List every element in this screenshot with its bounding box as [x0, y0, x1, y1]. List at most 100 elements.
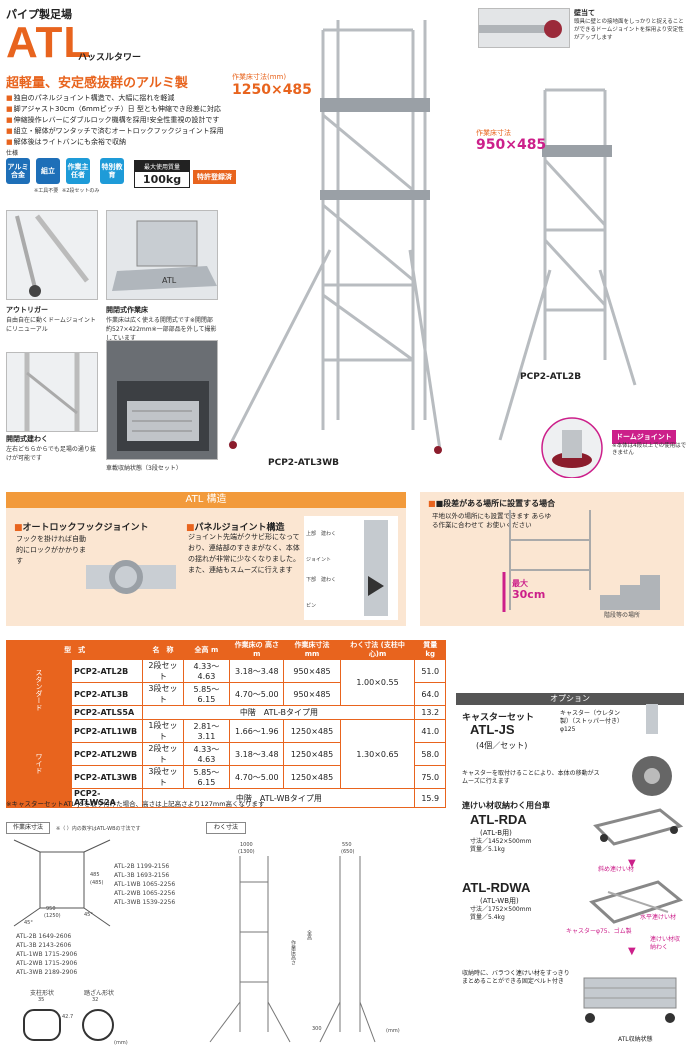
wall-photo: [478, 8, 570, 48]
panel-label-lower: 下部 建わく: [306, 577, 337, 583]
caster-code: ATL-JS: [470, 722, 515, 737]
cart-photo-1: [593, 808, 684, 846]
table-row: PCP2-ATLS5A 中階 ATL-Bタイプ用 13.2: [7, 705, 446, 720]
work-floor-desc: 作業床は広く使える開閉式です※開閉部 約527×422mm※一部部品を外して撮影…: [106, 317, 219, 342]
col-model: 型 式: [5, 640, 144, 660]
cell: 中階 ATL-Bタイプ用: [142, 705, 416, 720]
col-frame: わく寸法 (支柱中心)m: [339, 640, 416, 660]
label-horizontal: 水平連けい材: [640, 914, 677, 921]
cell: 5.85～6.15: [182, 765, 231, 789]
dim-950: 950: [46, 906, 56, 912]
headline: 超軽量、安定感抜群のアルミ製: [6, 76, 188, 91]
icon-note-tools: ※工具不要: [34, 188, 59, 194]
caster-spec: キャスター（ウレタン製）（ストッパー付き）φ125: [560, 710, 621, 733]
stored-state-photo: [583, 977, 677, 1023]
supervisor-icon: 作業主任者: [66, 158, 90, 184]
product-subtitle: ハッスルタワー: [78, 53, 142, 63]
dim-650: (650): [341, 849, 355, 855]
model-atl2b: PCP2-ATL2B: [520, 372, 582, 382]
dim-list-1: ATL-2B 1199-2156 ATL-3B 1693-2156 ATL-1W…: [114, 862, 175, 907]
panel-label-pin: ピン: [306, 603, 317, 609]
cell: 3段セット: [142, 682, 184, 706]
table-row: PCP2-ATLWS2A 中階 ATL-WBタイプ用 15.9: [7, 788, 446, 808]
cell: 51.0: [414, 659, 446, 683]
col-floor-size: 作業床寸法 mm: [283, 640, 341, 660]
cart-size-1: 寸法／1452×500mm: [470, 838, 532, 845]
cell: PCP2-ATL2B: [70, 659, 144, 683]
dim-item: ATL-3WB 2189-2906: [16, 969, 78, 976]
dim-item: ATL-2B 1199-2156: [114, 863, 170, 870]
cell: 58.0: [414, 742, 446, 766]
step-diagram: [502, 510, 660, 612]
spec-table: 型 式 名 称 全高 m 作業床の 高さm 作業床寸法 mm わく寸法 (支柱中…: [5, 640, 446, 808]
dim-item: ATL-3B 2143-2606: [16, 942, 72, 949]
frame-photo: [6, 352, 98, 432]
pipe-section-drawing: [23, 1009, 114, 1041]
patent-badge: 特許登録済: [193, 170, 236, 184]
dim-item: ATL-2WB 1065-2256: [114, 890, 176, 897]
dim-list-2: ATL-2B 1649-2606 ATL-3B 2143-2606 ATL-1W…: [16, 932, 77, 977]
cell: PCP2-ATL2WB: [70, 742, 144, 766]
cell: 41.0: [414, 719, 446, 743]
work-floor-photo: ATL: [106, 210, 218, 300]
feature-item: 伸縮操作レバーにダブルロック機構を採用!安全性重視の設計です: [6, 115, 246, 126]
cart-weight-2: 質量／5.4kg: [470, 914, 505, 921]
col-name: 名 称: [142, 640, 184, 660]
cell: 64.0: [414, 682, 446, 706]
cell: 1250×485: [283, 742, 341, 766]
cart-code-1: ATL-RDA: [470, 812, 527, 827]
cart-size-2: 寸法／1752×500mm: [470, 906, 532, 913]
cell: 4.70～5.00: [229, 765, 285, 789]
cell: PCP2-ATL3B: [70, 682, 144, 706]
dim-item: ATL-1WB 1065-2256: [114, 881, 176, 888]
cart-use-2: (ATL-WB用): [480, 897, 519, 905]
cell: PCP2-ATLWS2A: [70, 788, 144, 808]
outrigger-desc: 自由自在に動くドームジョイントにリニューアル: [6, 317, 96, 333]
frame-title: 開閉式建わく: [6, 435, 48, 443]
step-cm: 30cm: [512, 588, 546, 601]
cell: 2段セット: [142, 659, 184, 683]
arrow-down-icon: ▼: [628, 858, 636, 869]
cell: 15.9: [414, 788, 446, 808]
options-panel: オプション: [456, 693, 684, 1053]
frame-desc: 左右どちらからでも足場の通り抜けが可能です: [6, 446, 96, 462]
cart-title: 連けい材収納わく用台車: [462, 801, 550, 810]
panel-label-upper: 上部 建わく: [306, 531, 337, 537]
caster-note: キャスターを取付けることにより、本体の移動がスムーズに行えます: [462, 770, 600, 785]
step-max: 最大: [512, 579, 528, 588]
car-desc: 車載収納状態（3段セット）: [106, 465, 182, 472]
feature-item: 脚アジャスト30cm（6mmピッチ）日 型とも伸縮でき段差に対応: [6, 104, 246, 115]
dim-item: ATL-2B 1649-2606: [16, 933, 72, 940]
caster-photo: [632, 704, 672, 796]
structure-band: ATL 構造: [6, 492, 406, 508]
dome-joint-photo: [541, 417, 603, 478]
cell: 4.33～4.63: [182, 659, 231, 683]
cart-store-note: 収納時に、バラつく連けい材をすっきりまとめることができる固定ベルト付き: [462, 970, 570, 985]
svg-text:ATL: ATL: [162, 276, 177, 285]
icon-note-set: ※2段セットのみ: [62, 188, 100, 194]
cell: 中階 ATL-WBタイプ用: [142, 788, 416, 808]
cell: 2.81～3.11: [182, 719, 231, 743]
dim-item: ATL-2WB 1715-2906: [16, 960, 78, 967]
cell: 1.66～1.96: [229, 719, 285, 743]
dim-45a: 45°: [24, 920, 33, 926]
cell: 4.33～4.63: [182, 742, 231, 766]
dome-title: ドームジョイント: [612, 430, 676, 444]
table-row: PCP2-ATL2WB 2段セット 4.33～4.63 3.18～3.48 12…: [7, 742, 446, 766]
drawing-title-floor: 作業床寸法: [6, 822, 50, 834]
frame-dimension-drawing: [209, 856, 376, 1043]
step-title: ■段差がある場所に設置する場合: [428, 498, 556, 509]
dim-485: 485: [90, 872, 100, 878]
dim-32: 32: [92, 997, 99, 1003]
wall-desc: 頭具に壁との接地面をしっかりと捉えることができるドームジョイントを採用より安定性…: [574, 19, 684, 41]
table-note: ※キャスターセットATL-JSを取り付けた場合、高さは上記高さより127mm高く…: [6, 800, 265, 808]
feature-item: 独自のパネルジョイント構造で、大幅に揺れを軽減: [6, 93, 246, 104]
stored-state-caption: ATL収納状態: [618, 1036, 653, 1043]
panel-diagram: 上部 建わく ジョイント 下部 建わく ピン: [304, 516, 398, 620]
cell: 3段セット: [142, 765, 184, 789]
tower-atl2b-illustration: [498, 88, 637, 441]
outrigger-title: アウトリガー: [6, 306, 48, 314]
dim-45b: 45°: [84, 912, 93, 918]
aluminum-icon: アルミ合金: [6, 158, 30, 184]
dim-550: 550: [342, 842, 352, 848]
